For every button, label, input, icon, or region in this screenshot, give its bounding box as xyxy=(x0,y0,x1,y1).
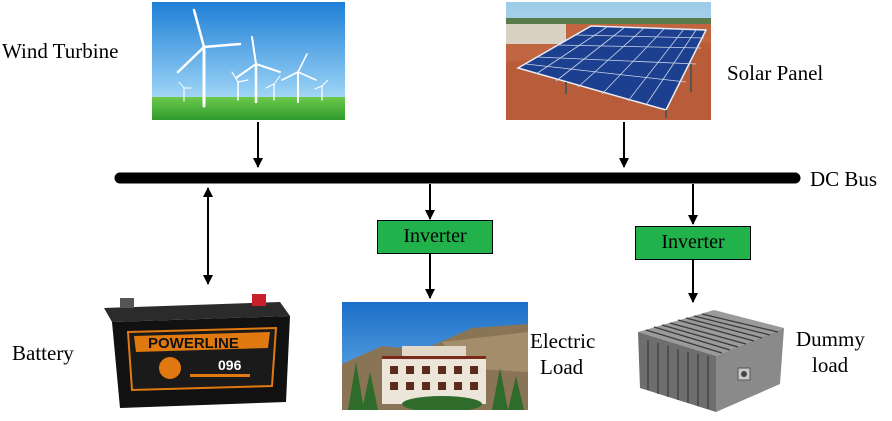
electric-load-label-line2: Load xyxy=(540,355,584,380)
solar-panel-image xyxy=(506,2,711,120)
solar-panel-label: Solar Panel xyxy=(727,61,824,85)
battery-model-text: 096 xyxy=(218,357,242,373)
battery-label: Battery xyxy=(12,341,74,365)
electric-load-label: Electric Load xyxy=(530,328,595,381)
wind-turbine-label: Wind Turbine xyxy=(2,39,119,63)
dummy-load-label-line2: load xyxy=(812,353,849,378)
wind-turbine-image xyxy=(152,2,345,120)
inverter-box-2: Inverter xyxy=(635,226,751,260)
electric-load-image xyxy=(342,302,528,410)
electric-load-label-line1: Electric xyxy=(530,329,596,353)
battery-brand-text: POWERLINE xyxy=(148,335,239,352)
dc-bus-label: DC Bus xyxy=(810,167,878,191)
inverter-box-1: Inverter xyxy=(377,220,493,254)
battery-image: POWERLINE 096 xyxy=(100,290,292,410)
dummy-load-label: Dummy load xyxy=(796,326,865,379)
dummy-load-label-line1: Dummy xyxy=(796,327,865,351)
dummy-load-image xyxy=(630,306,786,414)
